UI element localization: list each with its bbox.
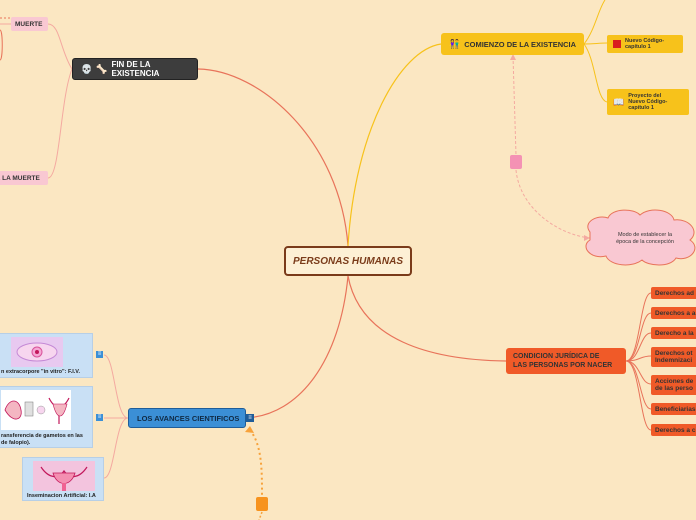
card-caption: ransferencia de gametos en las de falopi… [1, 433, 83, 447]
notes-icon[interactable]: ≡ [246, 414, 254, 422]
topic-label: FIN DE LA EXISTENCIA [111, 60, 160, 78]
card-inseminacion[interactable]: Inseminacion Artificial: I.A [22, 457, 104, 501]
label-line2: Nuevo Código- [628, 99, 668, 105]
topic-derecho-a-la[interactable]: Derecho a la [651, 327, 696, 339]
central-topic[interactable]: PERSONAS HUMANAS [284, 246, 412, 276]
topic-muerte[interactable]: MUERTE [11, 17, 48, 31]
caption-line1: ransferencia de gametos en las [1, 433, 83, 439]
label-line2: Indemnizaci [655, 357, 693, 364]
topic-nuevo-codigo[interactable]: Nuevo Código-capítulo 1 [607, 35, 683, 53]
label: Beneficiarias [655, 405, 696, 413]
label-line1: Nuevo Código- [625, 38, 665, 44]
skull-icon: 💀 [81, 63, 93, 74]
label-line1: Acciones de [655, 378, 694, 385]
book-icon: 📖 [613, 97, 625, 107]
label: Derechos ad [655, 289, 695, 297]
uterus-image [33, 461, 95, 491]
topic-derechos-a-a[interactable]: Derechos a a [651, 307, 696, 319]
label-line1: CONDICION JURÍDICA DE [513, 353, 600, 360]
caption-line2: de falopio). [1, 440, 31, 446]
petri-dish-image [11, 337, 63, 367]
cloud-topic-concepcion[interactable]: Modo de establecer la época de la concep… [600, 232, 690, 246]
label-line3: capítulo 1 [628, 105, 654, 111]
people-icon: 👫 [449, 38, 461, 49]
topic-la-muerte[interactable]: E LA MUERTE [0, 171, 48, 185]
notes-icon[interactable]: ≡ [96, 414, 103, 421]
label: Derechos a a [655, 309, 696, 317]
label-line1: Proyecto del [628, 93, 662, 99]
label: Derechos a c [655, 426, 696, 434]
label-line2: de las perso [655, 385, 693, 392]
topic-derechos-a-c[interactable]: Derechos a c [651, 424, 696, 436]
topic-beneficiarias[interactable]: Beneficiarias [651, 403, 696, 415]
topic-comienzo-existencia[interactable]: 👫 COMIENZO DE LA EXISTENCIA [441, 33, 584, 55]
bone-icon: 🦴 [96, 63, 108, 74]
topic-avances-cientificos[interactable]: LOS AVANCES CIENTIFICOS ≡ [128, 408, 254, 428]
card-gametos[interactable]: ransferencia de gametos en las de falopi… [0, 386, 93, 448]
red-book-icon [613, 40, 621, 48]
pink-marker[interactable] [510, 155, 522, 169]
topic-derechos-ad[interactable]: Derechos ad [651, 287, 696, 299]
topic-label: COMIENZO DE LA EXISTENCIA [464, 39, 577, 49]
label-line1: Derechos ot [655, 350, 693, 357]
topic-condicion-juridica[interactable]: CONDICION JURÍDICA DE LAS PERSONAS POR NA… [506, 348, 626, 374]
label-line2: capítulo 1 [625, 44, 651, 50]
cloud-line1: Modo de establecer la [617, 232, 673, 238]
topic-fin-existencia[interactable]: 💀 🦴 FIN DE LA EXISTENCIA [72, 58, 198, 80]
uterus-diagram-image [1, 390, 71, 430]
topic-label: LOS AVANCES CIENTIFICOS [137, 413, 240, 423]
label: Derecho a la [655, 329, 694, 337]
card-fiv[interactable]: n extracorpore "in vitro": F.I.V. [0, 333, 93, 378]
card-caption: Inseminacion Artificial: I.A [27, 493, 96, 499]
card-caption: n extracorpore "in vitro": F.I.V. [1, 369, 80, 375]
label-line2: LAS PERSONAS POR NACER [513, 362, 613, 369]
cloud-line2: época de la concepción [616, 239, 674, 245]
orange-marker[interactable] [256, 497, 268, 511]
notes-icon[interactable]: ≡ [96, 351, 103, 358]
cloud-shape [585, 209, 696, 266]
